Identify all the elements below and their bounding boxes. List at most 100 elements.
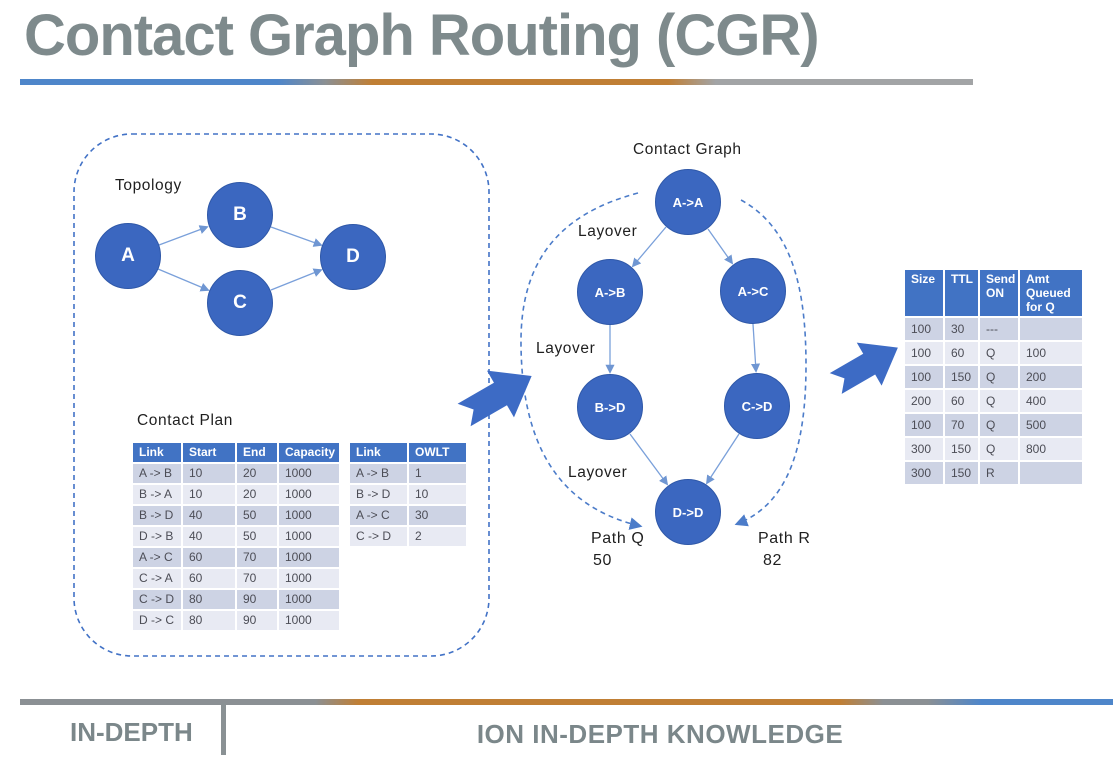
column-header: TTL	[945, 270, 978, 317]
table-cell: 100	[905, 342, 943, 365]
table-cell: 1000	[279, 547, 339, 567]
table-cell: D -> B	[133, 526, 181, 546]
table-cell: 10	[183, 484, 235, 504]
table-cell: 1000	[279, 568, 339, 588]
table-cell: 60	[183, 547, 235, 567]
contact-node-ac: A->C	[720, 258, 786, 324]
contact-graph-label: Contact Graph	[633, 141, 742, 158]
footer-divider-bar	[221, 703, 226, 755]
layover-label-2: Layover	[536, 340, 596, 357]
table-cell: 1000	[279, 526, 339, 546]
table-cell: B -> D	[133, 505, 181, 525]
table-cell: 1000	[279, 484, 339, 504]
table-cell	[1020, 462, 1082, 485]
title-underline	[20, 79, 973, 85]
table-cell: 80	[183, 589, 235, 609]
topology-node-b: B	[207, 182, 273, 248]
table-cell: 2	[409, 526, 466, 546]
footer-rule	[20, 699, 1113, 705]
contact-node-bd: B->D	[577, 374, 643, 440]
topology-label: Topology	[115, 177, 182, 194]
table-cell: 30	[945, 318, 978, 341]
column-header: OWLT	[409, 443, 466, 462]
table-cell: 300	[905, 438, 943, 461]
table-cell: 200	[1020, 366, 1082, 389]
layover-label-3: Layover	[568, 464, 628, 481]
table-cell: A -> B	[133, 463, 181, 483]
table-cell: Q	[980, 366, 1018, 389]
table-cell: ---	[980, 318, 1018, 341]
page-title: Contact Graph Routing (CGR)	[24, 3, 820, 68]
topology-node-a: A	[95, 223, 161, 289]
table-cell: B -> A	[133, 484, 181, 504]
table-cell: 50	[237, 505, 277, 525]
table-cell: 20	[237, 463, 277, 483]
table-cell: 10	[183, 463, 235, 483]
footer-left-text: IN-DEPTH	[70, 717, 193, 747]
column-header: End	[237, 443, 277, 462]
table-cell: 30	[409, 505, 466, 525]
topology-node-c: C	[207, 270, 273, 336]
table-cell: A -> C	[350, 505, 407, 525]
table-cell: 20	[237, 484, 277, 504]
table-cell: 80	[183, 610, 235, 630]
table-cell: D -> C	[133, 610, 181, 630]
table-cell: C -> D	[133, 589, 181, 609]
table-cell: 1000	[279, 463, 339, 483]
table-cell: 40	[183, 505, 235, 525]
table-cell: 100	[905, 366, 943, 389]
path-q-value: 50	[593, 552, 612, 569]
contact-node-ab: A->B	[577, 259, 643, 325]
table-cell: R	[980, 462, 1018, 485]
table-cell: 90	[237, 610, 277, 630]
table-cell: A -> C	[133, 547, 181, 567]
table-cell: Q	[980, 390, 1018, 413]
column-header: Size	[905, 270, 943, 317]
table-cell: 300	[905, 462, 943, 485]
table-cell: Q	[980, 342, 1018, 365]
table-cell: 200	[905, 390, 943, 413]
path-q-label: Path Q	[591, 530, 645, 547]
table-cell: 50	[237, 526, 277, 546]
table-cell: C -> A	[133, 568, 181, 588]
table-cell: 60	[945, 342, 978, 365]
contact-plan-label: Contact Plan	[137, 412, 233, 429]
table-cell: 1000	[279, 589, 339, 609]
table-cell: 1	[409, 463, 466, 483]
contact-node-aa: A->A	[655, 169, 721, 235]
table-cell: 100	[905, 318, 943, 341]
table-cell: 1000	[279, 610, 339, 630]
table-cell: 100	[1020, 342, 1082, 365]
table-cell: 70	[237, 568, 277, 588]
table-cell: 800	[1020, 438, 1082, 461]
column-header: Capacity	[279, 443, 339, 462]
table-cell: 70	[237, 547, 277, 567]
table-cell: Q	[980, 438, 1018, 461]
table-cell: 500	[1020, 414, 1082, 437]
column-header: Link	[350, 443, 407, 462]
path-r-value: 82	[763, 552, 782, 569]
contact-node-cd: C->D	[724, 373, 790, 439]
table-cell: 70	[945, 414, 978, 437]
table-cell: Q	[980, 414, 1018, 437]
